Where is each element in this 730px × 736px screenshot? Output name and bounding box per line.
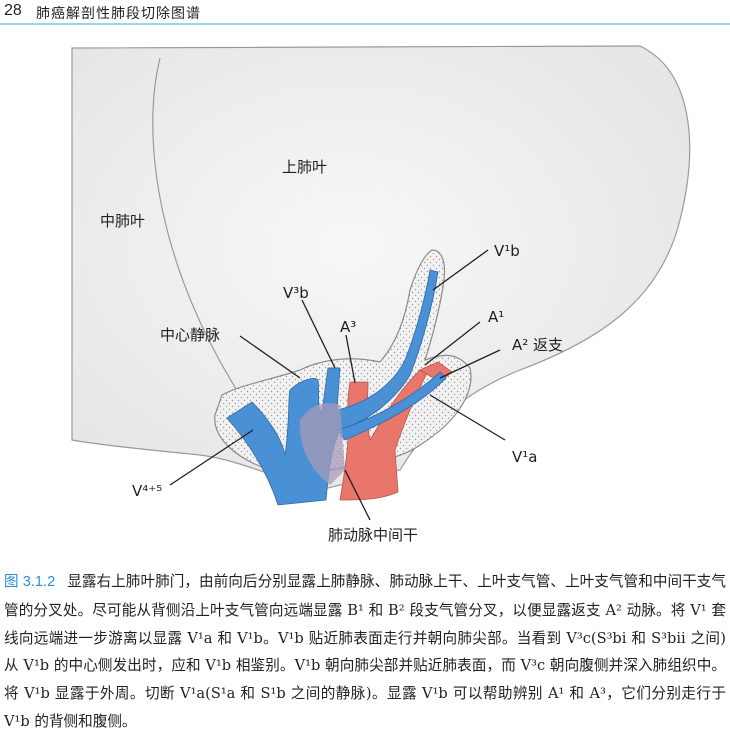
translucent-overlay: [299, 403, 345, 485]
label-central-vein: 中心静脉: [160, 326, 220, 344]
book-title: 肺癌解剖性肺段切除图谱: [36, 6, 201, 22]
label-pa-intermediate-trunk: 肺动脉中间干: [328, 526, 418, 544]
label-upper-lobe: 上肺叶: [282, 158, 327, 176]
label-middle-lobe: 中肺叶: [100, 212, 145, 230]
fissure-line: [152, 57, 241, 396]
caption-text: 显露右上肺叶肺门，由前向后分别显露上肺静脉、肺动脉上干、上叶支气管、上叶支气管和…: [4, 573, 726, 730]
leader-lines: [169, 249, 506, 521]
label-a1: A¹: [488, 308, 504, 326]
label-a2-recurrent: A² 返支: [512, 336, 563, 354]
label-a3: A³: [340, 318, 356, 336]
label-v1b: V¹b: [494, 242, 520, 260]
page-number: 28: [4, 2, 22, 19]
lung-surface: [71, 45, 691, 491]
label-v4-5: V⁴⁺⁵: [132, 482, 162, 500]
label-v3b: V³b: [283, 284, 309, 302]
header-divider: [0, 23, 730, 25]
figure-number: 图 3.1.2: [4, 574, 56, 590]
label-v1a: V¹a: [512, 448, 537, 466]
hilum-illustration: 上肺叶 中肺叶 V¹b A¹ A² 返支 V³b A³ 中心静脉 V¹a V⁴⁺…: [71, 45, 691, 544]
